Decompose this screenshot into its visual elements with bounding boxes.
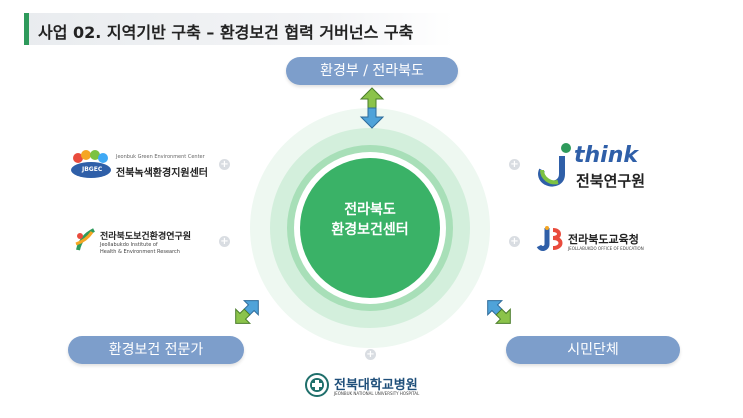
education-office-logo-icon bbox=[536, 226, 563, 251]
center-label-line2: 환경보건센터 bbox=[331, 222, 409, 238]
plus-icon: + bbox=[509, 159, 520, 170]
arrow-diagonal-left-icon bbox=[235, 300, 259, 324]
plus-icon: + bbox=[509, 236, 520, 247]
pill-ministry-province: 환경부 / 전라북도 bbox=[286, 57, 458, 85]
jthink-name: 전북연구원 bbox=[576, 172, 646, 190]
plus-icon: + bbox=[219, 236, 230, 247]
education-office-name: 전라북도교육청 bbox=[568, 233, 639, 246]
center-label-line1: 전라북도 bbox=[344, 202, 396, 218]
pill-experts: 환경보건 전문가 bbox=[68, 336, 244, 364]
title-background bbox=[24, 13, 454, 45]
plus-icon: + bbox=[365, 349, 376, 360]
research-institute-english-1: Jeollabukdo Institute of bbox=[100, 242, 158, 248]
jbgec-badge: JBGEC bbox=[82, 166, 103, 173]
jbgec-name: 전북녹색환경지원센터 bbox=[116, 168, 208, 179]
center-label: 전라북도 환경보건센터 bbox=[300, 200, 440, 240]
jbgec-logo-icon bbox=[71, 150, 111, 178]
arrow-diagonal-right-icon bbox=[487, 300, 511, 324]
page-title: 사업 02. 지역기반 구축 – 환경보건 협력 거버넌스 구축 bbox=[38, 23, 414, 42]
jthink-brand: think bbox=[574, 143, 639, 168]
hospital-english: JEONBUK NATIONAL UNIVERSITY HOSPITAL bbox=[334, 391, 420, 396]
education-office-english: JEOLLABUKDO OFFICE OF EDUCATION bbox=[568, 246, 644, 251]
research-institute-name: 전라북도보건환경연구원 bbox=[100, 232, 192, 242]
jthink-logo-icon bbox=[538, 143, 571, 187]
center-circle bbox=[300, 158, 440, 298]
research-institute-english-2: Health & Environment Research bbox=[100, 249, 180, 255]
research-institute-logo-icon bbox=[75, 228, 95, 251]
title-accent-bar bbox=[24, 13, 29, 45]
hospital-name: 전북대학교병원 bbox=[334, 378, 418, 393]
arrow-vertical-double-icon bbox=[359, 87, 385, 129]
pill-civic-groups: 시민단체 bbox=[506, 336, 680, 364]
hospital-logo-icon bbox=[305, 373, 329, 397]
plus-icon: + bbox=[219, 159, 230, 170]
jbgec-english: Jeonbuk Green Environment Center bbox=[116, 154, 205, 160]
